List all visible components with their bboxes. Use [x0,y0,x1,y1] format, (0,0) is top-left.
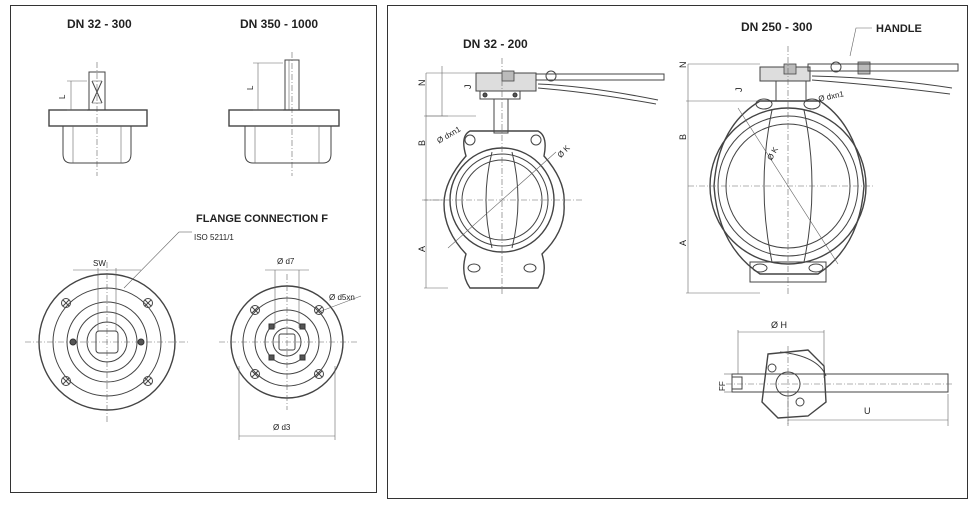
label-d7: Ø d7 [277,257,295,266]
label-L-small: L [58,94,67,99]
label-H: Ø H [771,320,787,330]
label-B-large: B [678,134,688,140]
flange-connection-title: FLANGE CONNECTION F [196,213,328,225]
label-A-large: A [678,240,688,246]
handle-label: HANDLE [876,23,922,35]
flange-view-right: Ø d7 Ø d5xn Ø d3 [219,257,362,440]
label-J-small: J [463,85,473,90]
label-dxn1-large: Ø dxn1 [818,89,846,103]
stem-view-small: L [48,62,148,176]
stem-view-large: L [228,52,340,176]
handle-detail-view: Ø H FF U [718,320,954,426]
label-dxn1-small: Ø dxn1 [435,124,462,145]
label-FF: FF [718,381,727,391]
header-dn-350-1000: DN 350 - 1000 [240,17,318,31]
header-dn-32-200: DN 32 - 200 [463,37,528,51]
flange-view-left: SW [25,259,189,422]
header-dn-32-300: DN 32 - 300 [67,17,132,31]
label-U: U [864,406,871,416]
label-N-small: N [417,80,427,87]
label-A-small: A [417,246,427,252]
label-N-large: N [678,62,688,69]
flange-standard: ISO 5211/1 [194,233,234,242]
right-drawing: DN 32 - 200 DN 250 - 300 HANDLE [417,20,959,426]
label-d5xn: Ø d5xn [329,293,355,302]
label-B-small: B [417,140,427,146]
right-panel: DN 32 - 200 DN 250 - 300 HANDLE [387,5,968,499]
label-sw: SW [93,259,106,268]
valve-view-large: N B A J Ø dxn1 Ø K [678,46,959,296]
left-drawing: DN 32 - 300 DN 350 - 1000 L L FLANGE CO [25,17,362,440]
label-d3: Ø d3 [273,423,291,432]
label-K-large: Ø K [765,145,780,162]
header-dn-250-300: DN 250 - 300 [741,20,813,34]
label-L-large: L [246,85,255,90]
label-K-small: Ø K [556,143,573,160]
valve-view-small: N B A J Ø dxn1 Ø K [417,58,665,294]
label-J-large: J [734,88,744,93]
left-panel: DN 32 - 300 DN 350 - 1000 L L FLANGE CO [10,5,377,493]
